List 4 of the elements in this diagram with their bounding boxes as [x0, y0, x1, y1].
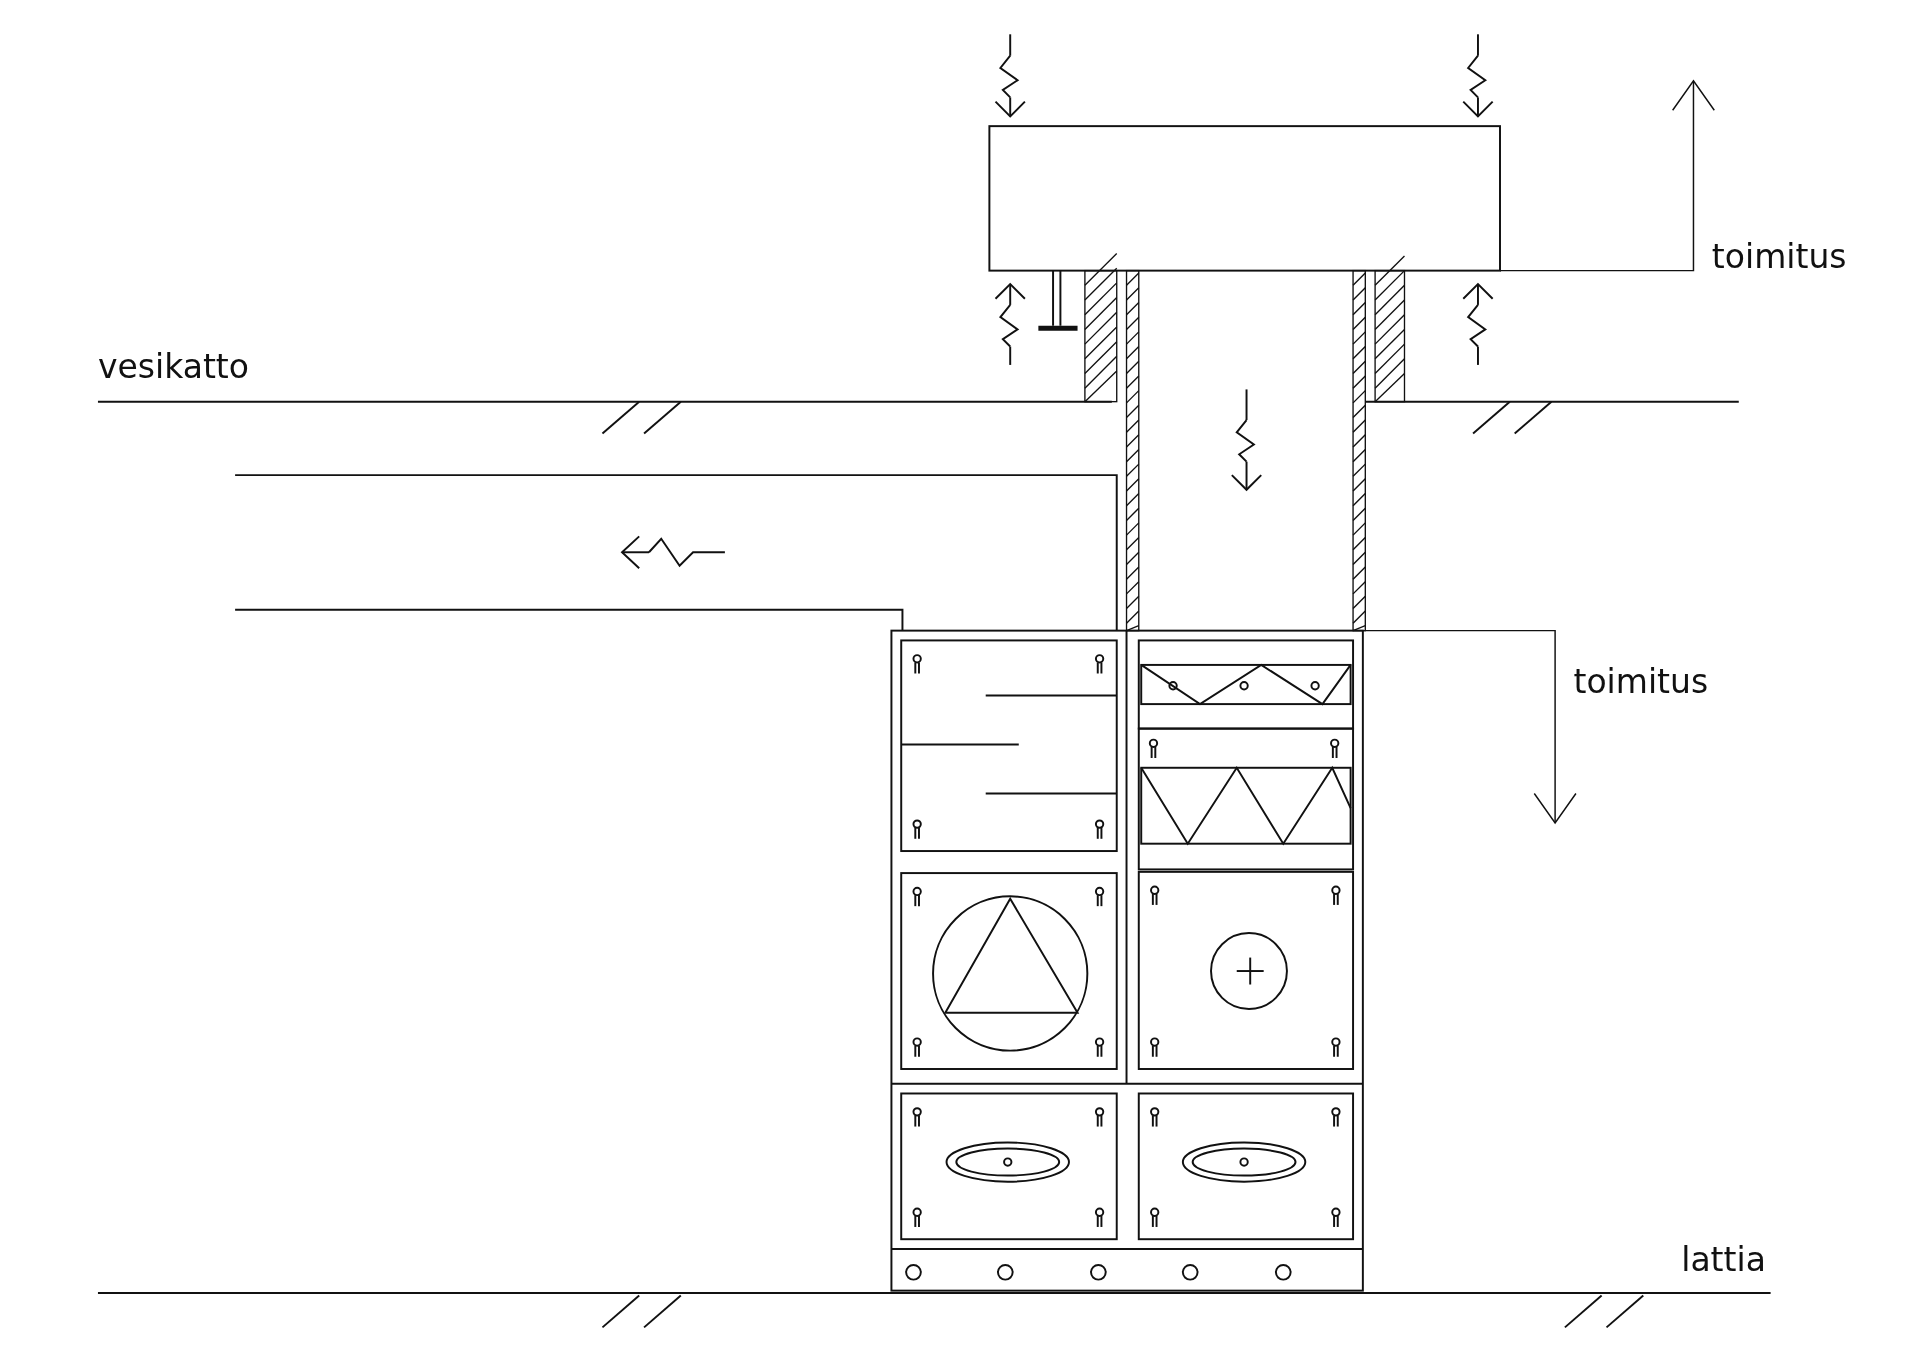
- annotation-label: toimitus: [1573, 664, 1709, 698]
- annotation-label: lattia: [1681, 1242, 1766, 1276]
- annotation-label: toimitus: [1711, 240, 1847, 273]
- annotation-label: vesikatto: [97, 350, 249, 384]
